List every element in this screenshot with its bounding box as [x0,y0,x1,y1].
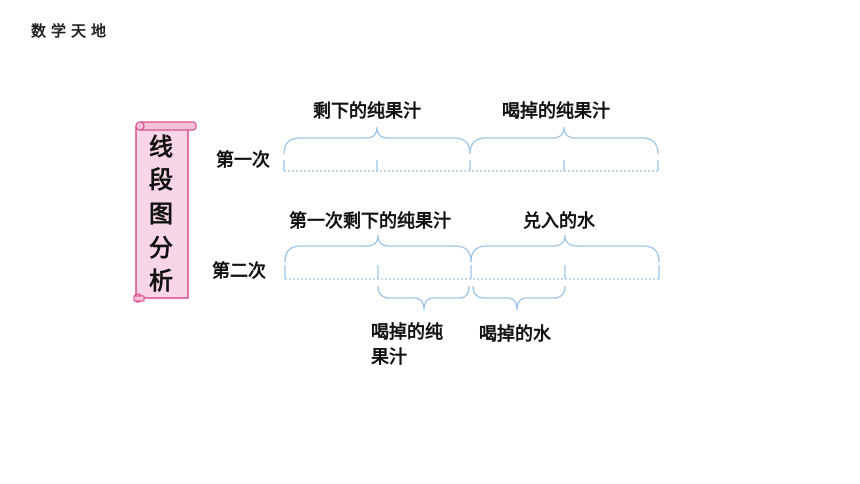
section-header: 数学天地 [31,22,112,40]
row2-right-brace [470,234,660,263]
bottom-left-label-line1: 喝掉的纯 [371,322,443,343]
row2-bottom-left-brace [377,285,470,311]
scroll-char: 分 [149,232,173,262]
row2-segment-ticks [284,265,660,279]
row2-bottom-right-label: 喝掉的水 [479,324,551,345]
row2-left-label: 第一次剩下的纯果汁 [289,211,451,232]
row2-left-brace [284,234,472,263]
row2-bottom-right-brace [472,285,566,311]
row2-label: 第二次 [212,261,266,282]
scroll-graphic [133,121,197,303]
row2-right-label: 兑入的水 [523,211,595,232]
row1-segment-ticks [283,160,659,171]
row1-right-label: 喝掉的纯果汁 [502,101,610,122]
row2-bottom-left-label: 喝掉的纯 果汁 [371,320,443,370]
scroll-char: 线 [149,131,173,161]
scroll-title: 线 段 图 分 析 [136,130,186,298]
scroll-char: 析 [149,266,173,296]
row1-right-brace [469,126,659,155]
row1-left-brace [283,126,471,155]
scroll-char: 段 [149,165,173,195]
row1-label: 第一次 [216,150,270,171]
row1-left-label: 剩下的纯果汁 [313,101,421,122]
bottom-left-label-line2: 果汁 [371,347,407,368]
scroll-char: 图 [149,198,173,228]
scroll-banner: 线 段 图 分 析 [126,120,198,306]
